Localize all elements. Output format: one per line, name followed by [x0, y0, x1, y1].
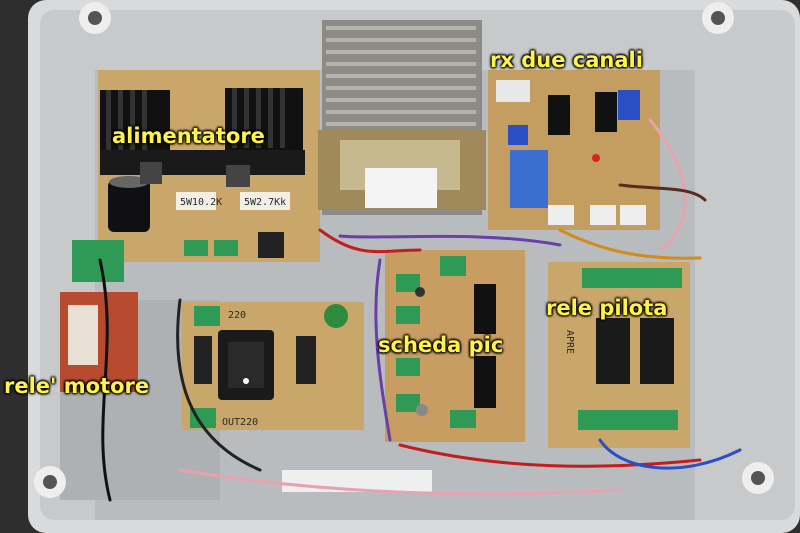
label-receiver: rx due canali — [490, 48, 643, 72]
board-220-marking: 220 — [228, 310, 246, 321]
label-pilot-relays: rele pilota — [546, 296, 668, 320]
label-pic-board: scheda pic — [378, 333, 504, 357]
motor-relay — [60, 240, 138, 392]
transformer — [318, 20, 486, 215]
board-220: 220 OUT220 — [182, 302, 364, 430]
label-motor-relay: rele' motore — [4, 374, 150, 398]
receiver-board — [488, 70, 660, 230]
resistor-1-marking: 5W10.2K — [180, 197, 222, 208]
pic-board — [385, 250, 525, 442]
out-220-marking: OUT220 — [222, 417, 258, 428]
pilot-relay-board: APRE — [548, 262, 690, 448]
apre-marking: APRE — [564, 330, 575, 354]
label-power-supply: alimentatore — [112, 124, 265, 148]
resistor-2-marking: 5W2.7Kk — [244, 197, 286, 208]
power-supply-board: 5W10.2K 5W2.7Kk — [98, 70, 320, 262]
wiring — [98, 118, 742, 502]
